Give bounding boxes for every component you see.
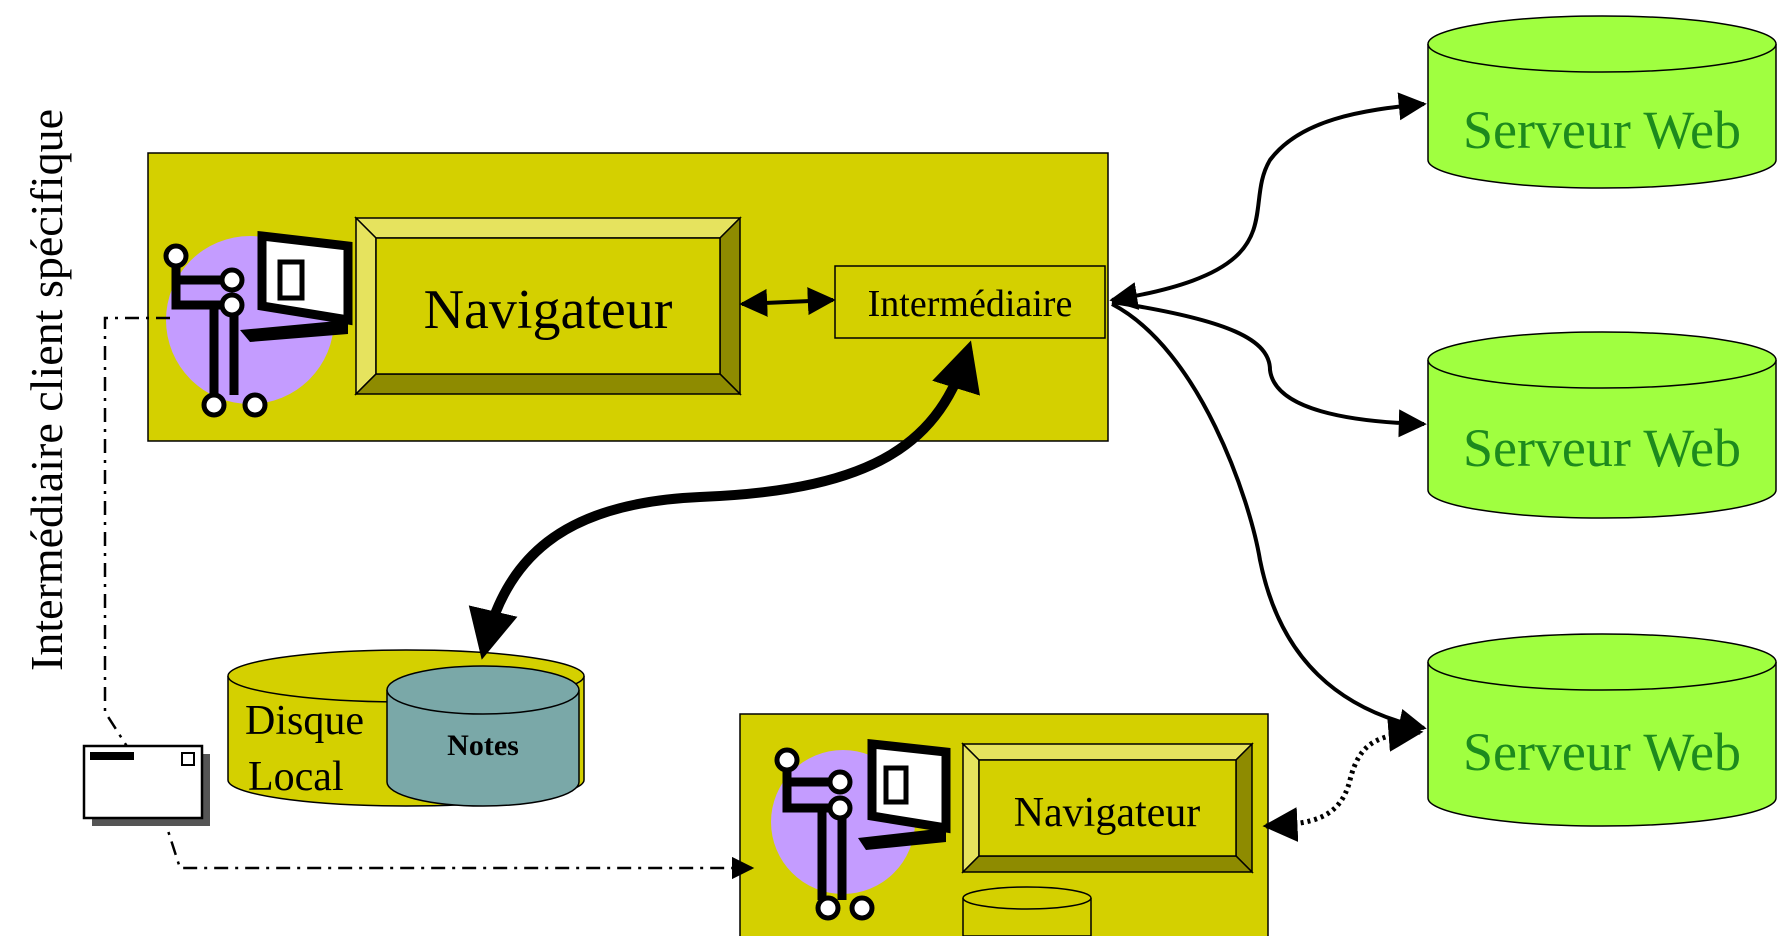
- proxy-notes-link: [468, 340, 980, 660]
- browser-proxy-link: [739, 287, 836, 317]
- proxy-server-2-link: [1111, 300, 1427, 438]
- side-title: Intermédiaire client spécifique: [21, 109, 72, 671]
- proxy-server-1-link: [1109, 92, 1427, 310]
- server-3-label: Serveur Web: [1463, 722, 1741, 782]
- server-2-label: Serveur Web: [1463, 418, 1741, 478]
- remote-station: Navigateur: [739, 713, 1269, 936]
- web-server-2: Serveur Web: [1427, 331, 1777, 519]
- mail-route-line: [103, 316, 752, 868]
- proxy-box: [834, 265, 1106, 339]
- server3-remote-link: [1262, 716, 1424, 843]
- local-disk-label-1: Disque: [245, 698, 364, 744]
- main-station: Navigateur Intermédiaire: [147, 152, 1109, 442]
- web-server-1: Serveur Web: [1427, 15, 1777, 189]
- notes-label: Notes: [447, 729, 519, 762]
- envelope-icon: [82, 744, 210, 826]
- local-disk-label-2: Local: [248, 754, 344, 800]
- proxy-label: Intermédiaire: [868, 283, 1073, 325]
- notes-database: Notes: [386, 665, 580, 807]
- remote-browser-frame: [961, 742, 1254, 874]
- main-browser-label: Navigateur: [424, 279, 673, 341]
- remote-user-computer-icon: [771, 738, 951, 921]
- server-1-label: Serveur Web: [1463, 100, 1741, 160]
- user-computer-icon: [163, 230, 353, 418]
- web-server-3: Serveur Web: [1427, 633, 1777, 827]
- remote-disk: [962, 886, 1092, 936]
- remote-browser-label: Navigateur: [1014, 790, 1201, 836]
- proxy-server-3-link: [1111, 302, 1427, 737]
